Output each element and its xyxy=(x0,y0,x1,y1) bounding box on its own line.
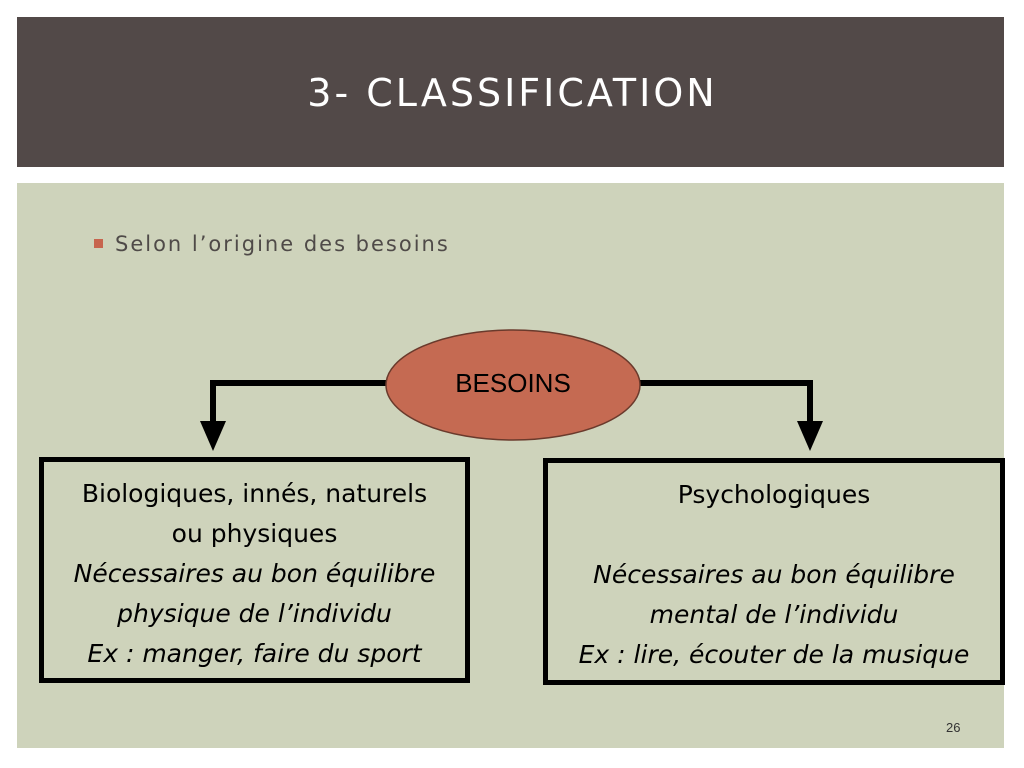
right-description-line-1: Nécessaires au bon équilibre xyxy=(593,560,955,589)
left-description-line-1: Nécessaires au bon équilibre xyxy=(73,559,436,588)
bullet-item: Selon l’origine des besoins xyxy=(94,232,450,256)
content-area: Selon l’origine des besoins xyxy=(17,183,1004,748)
bullet-text: Selon l’origine des besoins xyxy=(115,232,450,256)
right-description-line-2: mental de l’individu xyxy=(649,600,899,629)
left-heading-line-1: Biologiques, innés, naturels xyxy=(81,479,428,508)
root-ellipse xyxy=(385,329,641,441)
left-arrowhead xyxy=(200,421,226,451)
right-heading-line-1: Psychologiques xyxy=(677,480,871,509)
right-arrowhead xyxy=(797,421,823,451)
left-heading-line-2: ou physiques xyxy=(171,519,338,548)
slide-title: 3- Classification xyxy=(307,71,718,115)
left-example-line: Ex : manger, faire du sport xyxy=(87,639,422,668)
right-box-spacer xyxy=(548,515,1000,555)
biological-needs-box: Biologiques, innés, naturels ou physique… xyxy=(39,457,470,683)
root-node-label: BESOINS xyxy=(455,367,571,398)
left-connector-line xyxy=(210,380,386,422)
left-description-line-2: physique de l’individu xyxy=(117,599,392,628)
right-example-line: Ex : lire, écouter de la musique xyxy=(578,640,970,669)
page-number: 26 xyxy=(946,720,961,735)
right-connector-line xyxy=(640,380,813,422)
square-bullet-icon xyxy=(94,238,103,248)
psychological-needs-box: Psychologiques Nécessaires au bon équili… xyxy=(543,458,1005,685)
title-bar: 3- Classification xyxy=(17,17,1004,167)
